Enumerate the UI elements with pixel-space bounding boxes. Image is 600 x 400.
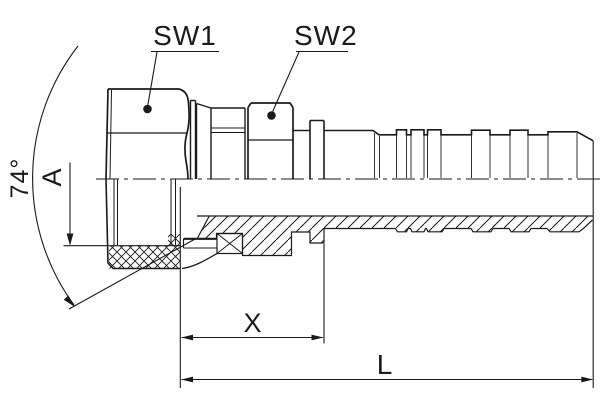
cone-angle-arc	[32, 45, 79, 306]
dimension-x	[179, 187, 325, 388]
label-sw2: SW2	[294, 20, 358, 51]
cone-angle-dimension	[32, 45, 197, 310]
section-nipple-outline	[181, 215, 593, 270]
leader-sw1	[143, 50, 219, 114]
leader-dot-sw2	[267, 111, 276, 120]
swivel-nut-sw1	[105, 88, 190, 180]
label-dim-a: A	[37, 167, 67, 187]
section-nut-outline	[63, 178, 181, 270]
label-sw1: SW1	[153, 20, 217, 51]
section-hatch-nut	[109, 234, 181, 269]
dimension-l	[181, 140, 594, 388]
arc-arrowhead	[63, 295, 75, 307]
dimension-a	[66, 162, 74, 246]
label-dim-l: L	[376, 349, 394, 380]
section-hatch-nipple	[197, 216, 593, 256]
hex-sw2	[247, 102, 310, 179]
nipple-collar-washer	[189, 99, 246, 179]
leader-sw2	[267, 50, 348, 120]
cone-surface-line	[68, 238, 197, 310]
label-dim-x: X	[243, 308, 263, 338]
dim-a-arrowhead	[66, 233, 74, 246]
hose-tail-barbs	[309, 119, 594, 179]
leader-dot-sw1	[143, 104, 152, 114]
label-cone-angle: 74°	[6, 157, 34, 199]
